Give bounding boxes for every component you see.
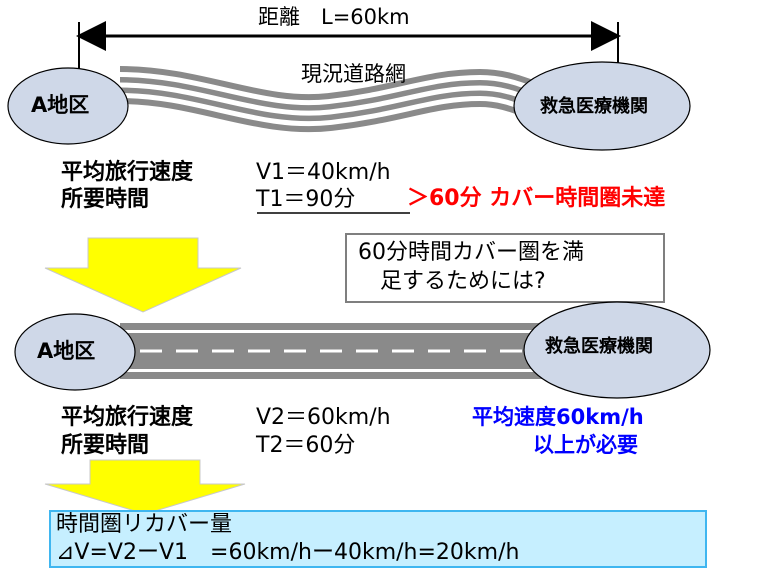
node-a-label-bottom: A地区 bbox=[37, 339, 96, 363]
recovery-box bbox=[49, 510, 707, 568]
bottom-time-value: T2＝60分 bbox=[256, 433, 356, 458]
bottom-speed-value: V2＝60km/h bbox=[256, 405, 391, 430]
node-a-label-top: A地区 bbox=[31, 93, 90, 117]
node-hospital-label-top: 救急医療機関 bbox=[540, 96, 648, 117]
bottom-speed-label: 平均旅行速度 bbox=[61, 405, 194, 430]
top-time-value: T1＝90分 bbox=[256, 187, 356, 212]
yellow-arrow-2 bbox=[44, 459, 246, 515]
top-speed-label: 平均旅行速度 bbox=[61, 160, 194, 185]
node-hospital-label-bottom: 救急医療機関 bbox=[545, 336, 653, 357]
yellow-arrow-1 bbox=[44, 237, 242, 313]
top-time-note: ＞60分 カバー時間圏未達 bbox=[407, 186, 666, 211]
new-road bbox=[120, 323, 590, 379]
top-time-label: 所要時間 bbox=[61, 187, 150, 212]
bottom-time-label: 所要時間 bbox=[61, 433, 150, 458]
recovery-formula: ⊿V=V2ーV1 =60km/hー40km/h=20km/h bbox=[56, 540, 520, 565]
question-line-1: 60分時間カバー圏を満 bbox=[358, 240, 584, 265]
bottom-time-note: 以上が必要 bbox=[533, 433, 638, 457]
distance-title: 距離 L=60km bbox=[258, 5, 410, 29]
top-speed-value: V1＝40km/h bbox=[256, 160, 391, 185]
current-road-label: 現況道路網 bbox=[301, 62, 406, 86]
node-a-ellipse-top bbox=[7, 67, 129, 145]
question-line-2: 足するためには? bbox=[380, 269, 546, 294]
question-box bbox=[345, 233, 665, 303]
recovery-title: 時間圏リカバー量 bbox=[56, 512, 233, 537]
node-a-ellipse-bottom bbox=[14, 313, 136, 391]
node-hospital-ellipse-top bbox=[513, 61, 691, 151]
bottom-speed-note: 平均速度60km/h bbox=[472, 405, 644, 429]
current-road bbox=[119, 66, 577, 133]
node-hospital-ellipse-bottom bbox=[523, 301, 711, 399]
